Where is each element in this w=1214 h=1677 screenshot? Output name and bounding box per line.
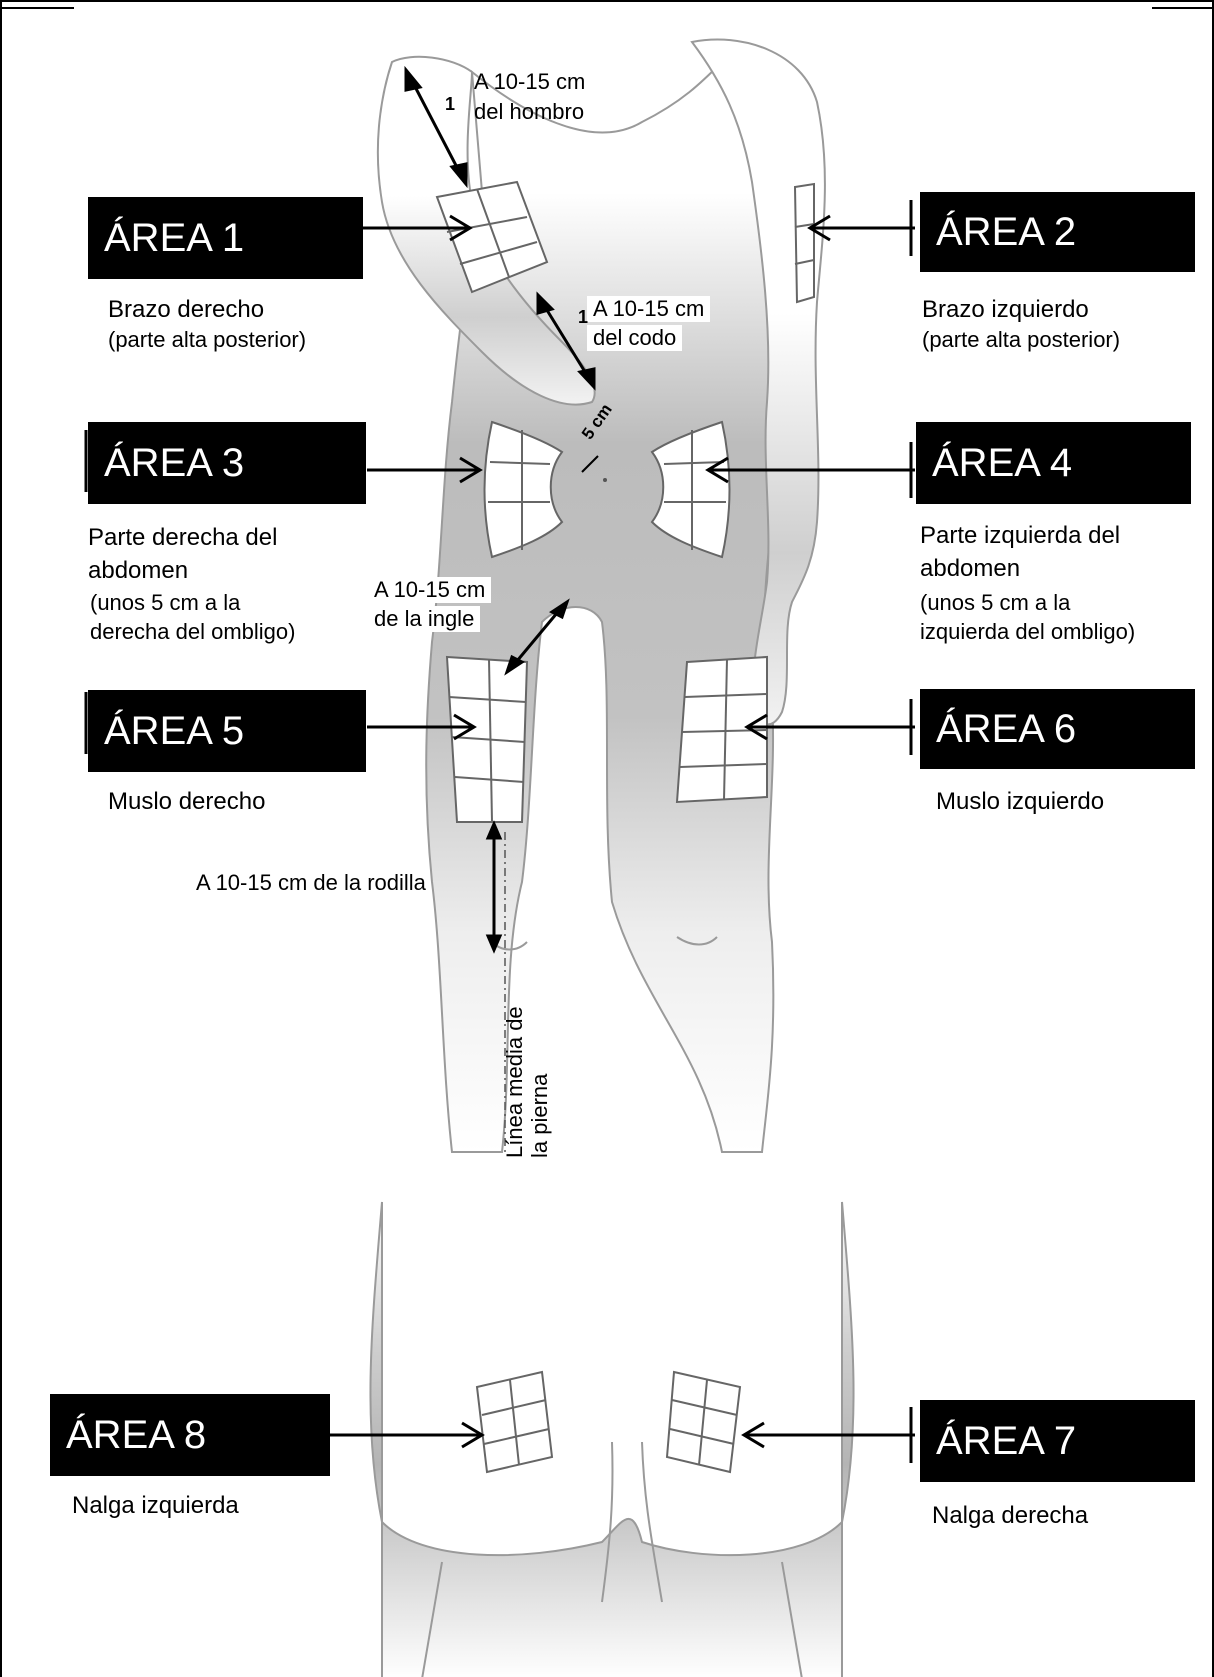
area-1-title: ÁREA 1 [88,197,363,279]
shoulder-digit: 1 [445,94,455,115]
area-3-title: ÁREA 3 [88,422,366,504]
elbow-measure-line2: del codo [587,325,682,351]
knee-measure: A 10-15 cm de la rodilla [196,870,426,896]
area-4-desc-line4: izquierda del ombligo) [920,619,1135,645]
leg-midline-line2: la pierna [527,1006,552,1158]
leg-midline-line1: Línea media de [502,1006,527,1158]
area-6-title: ÁREA 6 [920,689,1195,769]
area-7-desc: Nalga derecha [932,1502,1088,1531]
groin-measure-line2: de la ingle [368,606,480,632]
area-2-desc-line2: (parte alta posterior) [922,327,1120,353]
grid-area-2 [795,184,814,302]
area-4-desc-line3: (unos 5 cm a la [920,590,1070,616]
area-8-desc: Nalga izquierda [72,1492,239,1521]
buttocks-shape [370,1202,853,1677]
area-4-desc-line2: abdomen [920,555,1020,584]
area-4-title: ÁREA 4 [916,422,1191,504]
leg-midline-label: Línea media de la pierna [502,1006,553,1158]
area-3-desc-line4: derecha del ombligo) [90,619,295,645]
area-8-title: ÁREA 8 [50,1394,330,1476]
area-2-title: ÁREA 2 [920,192,1195,272]
shoulder-measure-line1: A 10-15 cm [474,69,585,95]
area-3-desc-line1: Parte derecha del [88,524,277,553]
area-5-desc: Muslo derecho [108,788,265,817]
area-6-desc: Muslo izquierdo [936,788,1104,817]
area-4-desc-line1: Parte izquierda del [920,522,1120,551]
area-1-desc-line1: Brazo derecho [108,296,264,325]
grid-area-8 [477,1372,552,1472]
elbow-measure-line1: A 10-15 cm [587,296,710,322]
grid-area-7 [667,1372,740,1472]
area-3-desc-line3: (unos 5 cm a la [90,590,240,616]
area-5-title: ÁREA 5 [88,690,366,772]
grid-area-5 [447,657,527,822]
groin-measure-line1: A 10-15 cm [368,577,491,603]
area-3-desc-line2: abdomen [88,557,188,586]
area-2-desc-line1: Brazo izquierdo [922,296,1089,325]
elbow-digit: 1 [578,307,588,328]
area-7-title: ÁREA 7 [920,1400,1195,1482]
area-1-desc-line2: (parte alta posterior) [108,327,306,353]
shoulder-measure-line2: del hombro [474,99,584,125]
